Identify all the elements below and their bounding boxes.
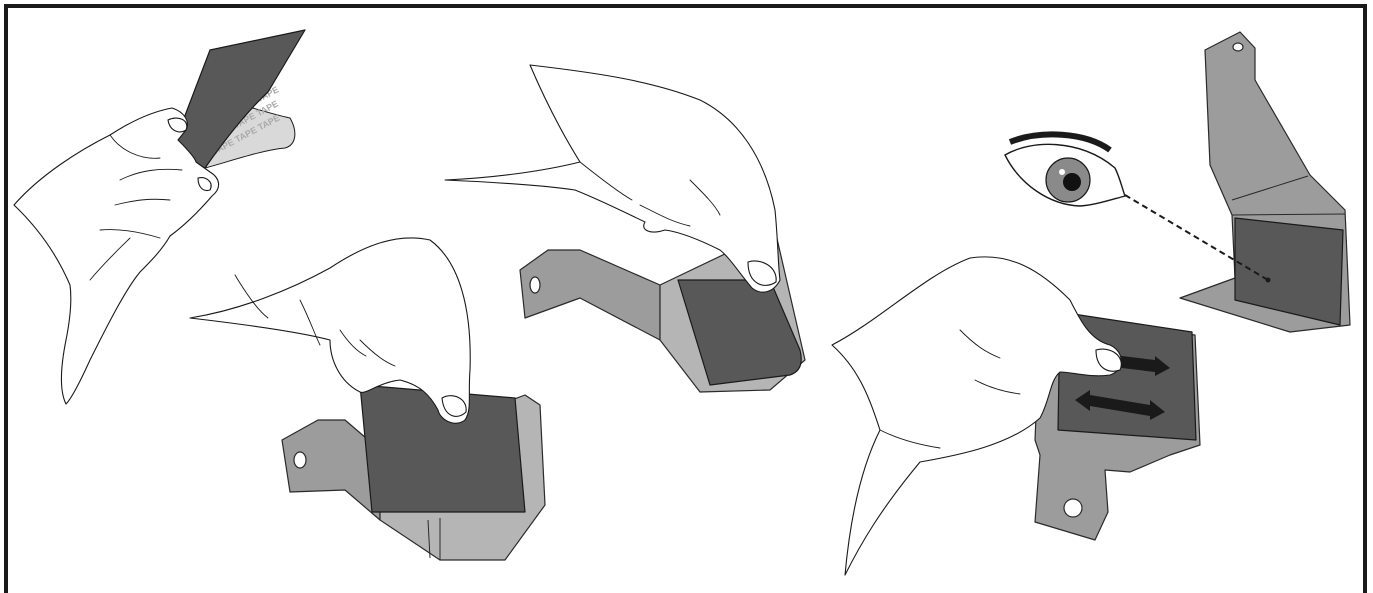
step-rub-pad <box>832 257 1200 575</box>
mount-hole-icon <box>294 452 306 468</box>
inspection-point <box>1266 278 1271 283</box>
step-wrap-pad <box>445 65 805 392</box>
mount-hole-icon <box>1064 499 1082 517</box>
hand-icon <box>445 65 780 292</box>
mount-hole-icon <box>530 277 540 293</box>
step-peel-backing: TAPE TAPE TAPE TAPE TAPE TAPE TAPE TAPE … <box>14 30 305 404</box>
mount-hole-icon <box>1233 43 1243 51</box>
eye-icon <box>1005 134 1125 206</box>
step-apply-pad <box>190 238 545 560</box>
hand-icon <box>14 108 219 404</box>
hand-icon <box>190 238 470 423</box>
